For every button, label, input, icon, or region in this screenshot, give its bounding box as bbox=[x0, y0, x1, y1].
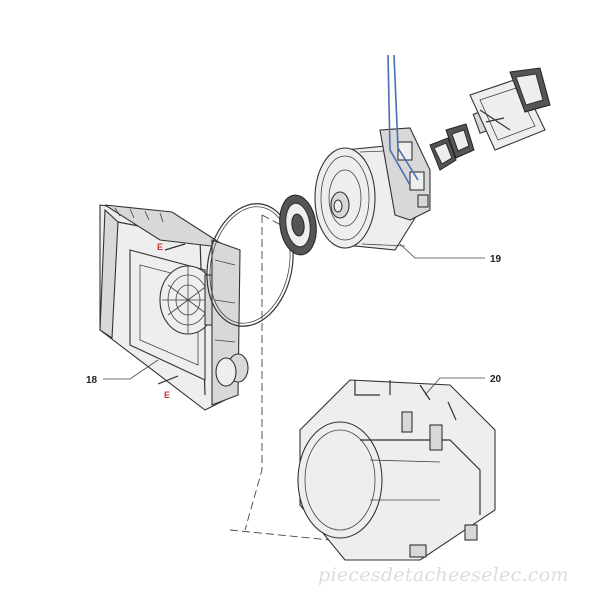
screw-bottom bbox=[157, 375, 179, 385]
callout-19: 19 bbox=[490, 254, 502, 265]
site-watermark: piecesdetacheeselec.com bbox=[318, 564, 569, 586]
callout-20: 20 bbox=[490, 374, 502, 385]
leader-20 bbox=[424, 377, 485, 396]
motor-seal-ring bbox=[279, 194, 317, 256]
leader-18 bbox=[103, 359, 159, 380]
grille-fan bbox=[159, 265, 217, 335]
callout-18: 18 bbox=[86, 375, 98, 386]
screw-top bbox=[164, 243, 186, 251]
part-19-motor bbox=[314, 127, 431, 251]
mark-e-top: E bbox=[157, 242, 163, 252]
bracket-gasket bbox=[469, 67, 551, 151]
part-20-motor-housing bbox=[297, 379, 496, 561]
o-ring-gasket bbox=[206, 203, 294, 327]
mark-e-bottom: E bbox=[164, 390, 170, 400]
motor-wires bbox=[387, 54, 419, 186]
assembly-guide-line bbox=[229, 214, 331, 541]
leader-19 bbox=[399, 243, 485, 259]
